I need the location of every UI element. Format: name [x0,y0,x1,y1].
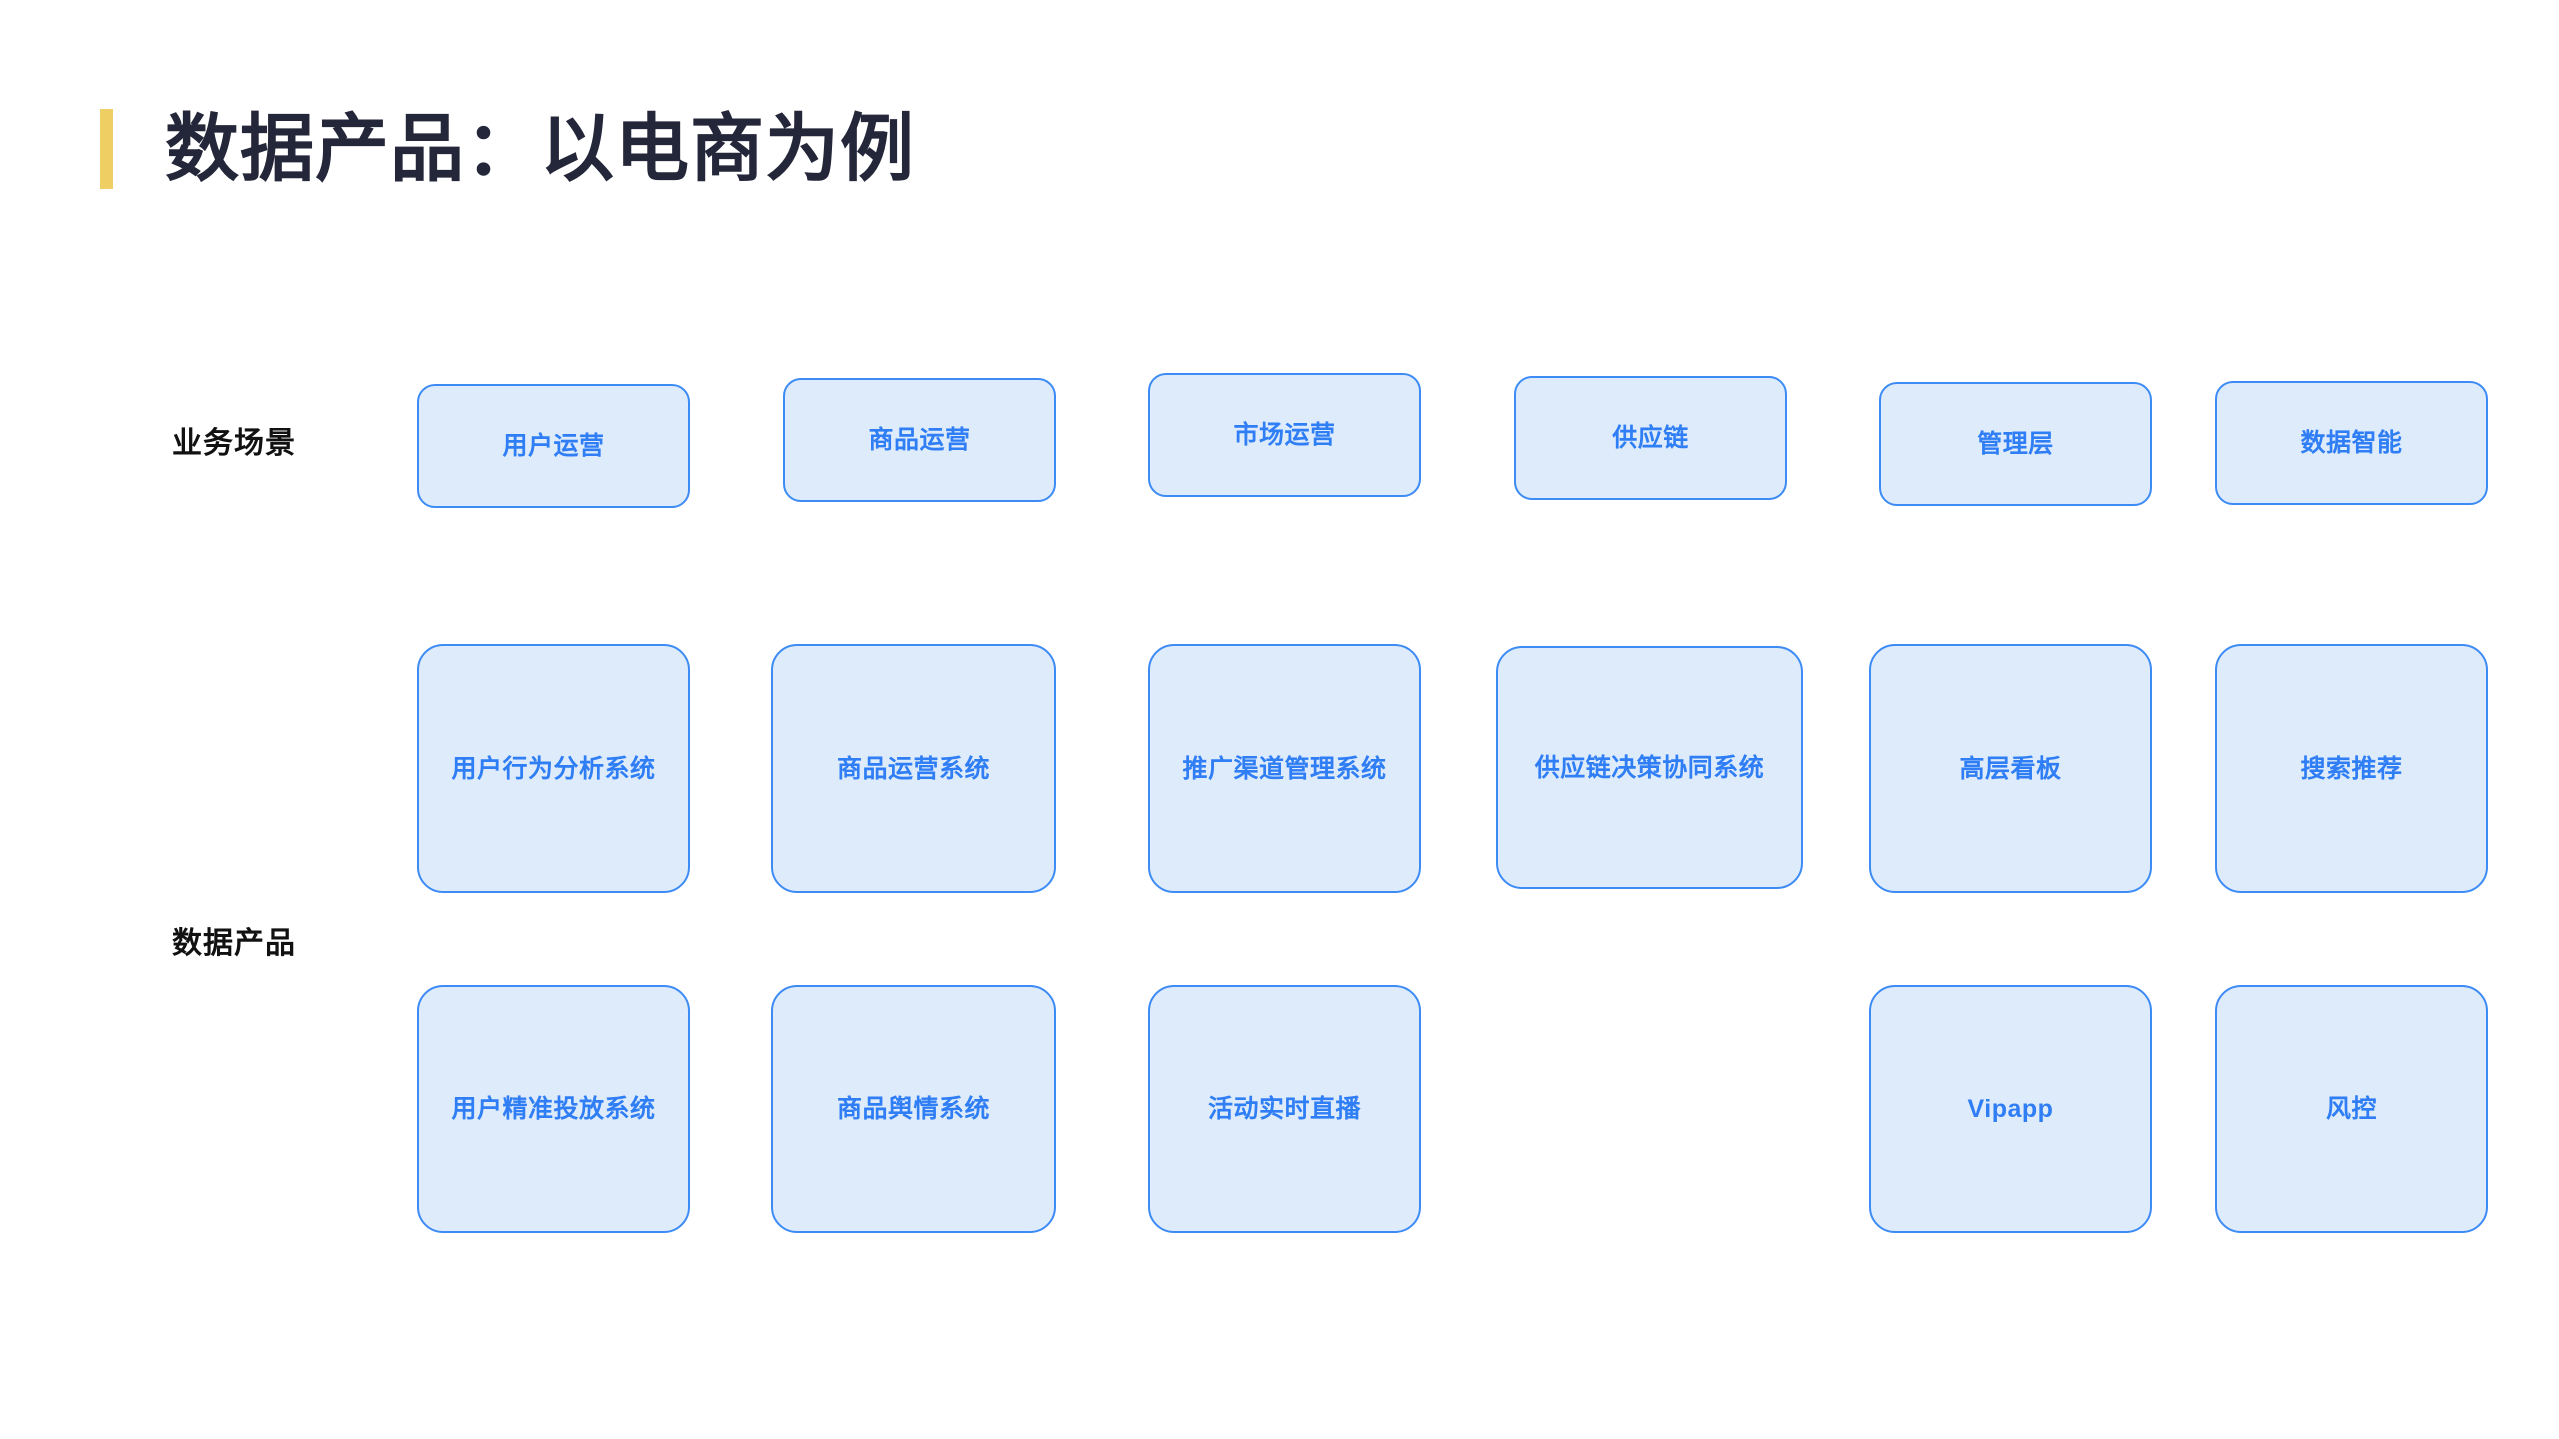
scene-box-3[interactable]: 市场运营 [1148,373,1421,497]
scene-box-6-label: 数据智能 [2300,429,2403,457]
product-box-row2-4[interactable]: Vipapp [1869,985,2152,1233]
scene-box-2-label: 商品运营 [868,426,971,454]
scene-box-4[interactable]: 供应链 [1514,376,1787,500]
scene-box-5-label: 管理层 [1977,430,2054,458]
product-box-row2-1-label: 用户精准投放系统 [451,1095,656,1123]
product-box-row1-1-label: 用户行为分析系统 [451,754,656,783]
title-accent-bar [100,109,113,189]
product-box-row2-2-label: 商品舆情系统 [836,1095,990,1123]
product-box-row1-3-label: 推广渠道管理系统 [1182,754,1387,783]
product-box-row1-5[interactable]: 高层看板 [1869,644,2152,893]
product-box-row2-1[interactable]: 用户精准投放系统 [417,985,690,1233]
product-box-row1-2[interactable]: 商品运营系统 [771,644,1056,893]
product-box-row1-5-label: 高层看板 [1959,754,2062,783]
product-box-row1-1[interactable]: 用户行为分析系统 [417,644,690,893]
product-box-row1-6-label: 搜索推荐 [2300,754,2403,783]
product-box-row2-5-label: 风控 [2325,1095,2377,1123]
scene-box-1-label: 用户运营 [502,432,605,460]
scene-box-5[interactable]: 管理层 [1879,382,2152,506]
row-label-business-scene: 业务场景 [172,427,296,460]
row-label-data-product: 数据产品 [172,927,296,960]
scene-box-2[interactable]: 商品运营 [783,378,1056,502]
product-box-row1-6[interactable]: 搜索推荐 [2215,644,2488,893]
product-box-row2-5[interactable]: 风控 [2215,985,2488,1233]
page-title: 数据产品：以电商为例 [165,107,915,190]
product-box-row2-3[interactable]: 活动实时直播 [1148,985,1421,1233]
product-box-row1-3[interactable]: 推广渠道管理系统 [1148,644,1421,893]
product-box-row1-2-label: 商品运营系统 [836,754,990,783]
product-box-row2-3-label: 活动实时直播 [1207,1095,1361,1123]
title-block: 数据产品：以电商为例 [100,98,915,200]
scene-box-3-label: 市场运营 [1233,421,1336,449]
product-box-row1-4-label: 供应链决策协同系统 [1534,753,1765,782]
scene-box-4-label: 供应链 [1612,424,1689,452]
scene-box-1[interactable]: 用户运营 [417,384,690,508]
scene-box-6[interactable]: 数据智能 [2215,381,2488,505]
product-box-row2-2[interactable]: 商品舆情系统 [771,985,1056,1233]
product-box-row2-4-label: Vipapp [1967,1095,2054,1123]
product-box-row1-4[interactable]: 供应链决策协同系统 [1496,646,1803,889]
